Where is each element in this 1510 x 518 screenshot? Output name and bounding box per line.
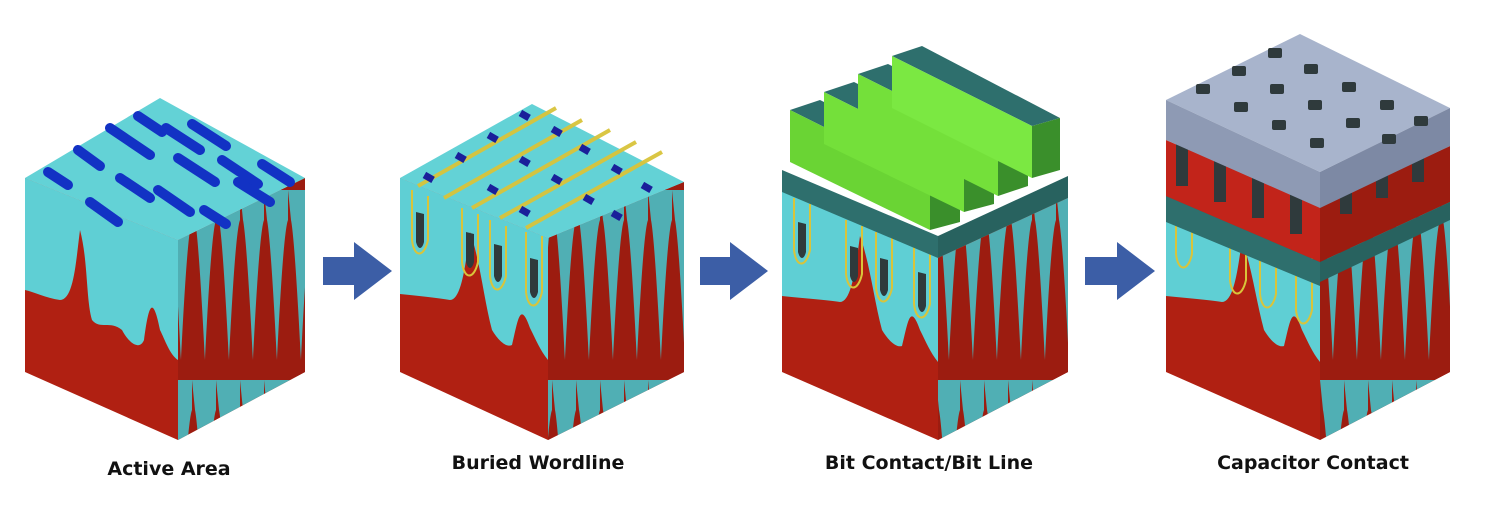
stage-label-active-area: Active Area (19, 458, 319, 480)
stage-label-capacitor-contact: Capacitor Contact (1163, 452, 1463, 474)
process-arrow-2 (700, 242, 768, 300)
bit-contact-bit-line-cube (782, 46, 1068, 440)
process-arrow-3 (1085, 242, 1155, 300)
capacitor-contact-cube (1166, 34, 1450, 440)
stage-label-buried-wordline: Buried Wordline (388, 452, 688, 474)
stage-label-bit-contact-bit-line: Bit Contact/Bit Line (779, 452, 1079, 474)
buried-wordline-cube (400, 104, 684, 440)
process-arrow-1 (323, 242, 392, 300)
active-area-cube (25, 98, 305, 440)
